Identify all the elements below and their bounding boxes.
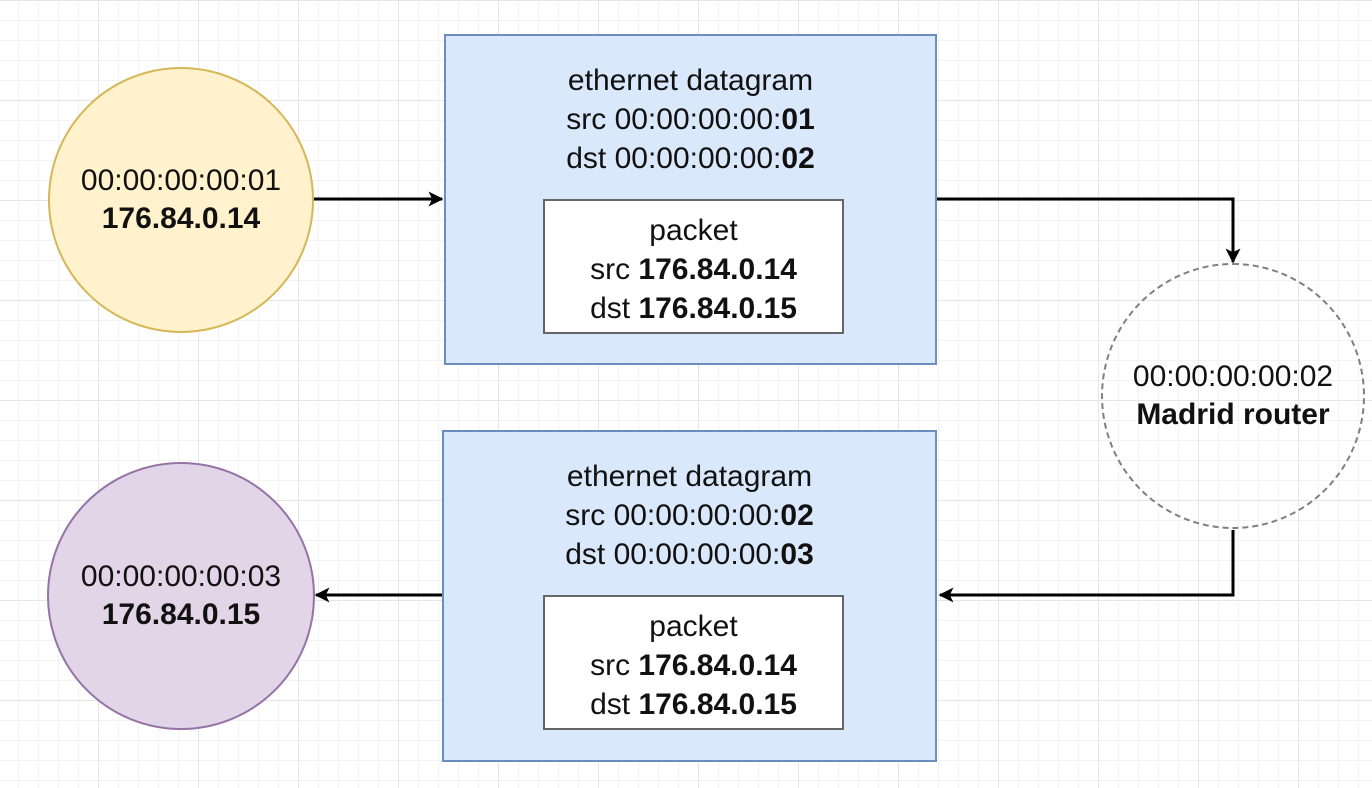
router-node: 00:00:00:00:02 Madrid router [1101,263,1365,529]
packet-1-title: packet [649,214,738,247]
ethernet-frame-2: ethernet datagram src 00:00:00:00:02 dst… [442,430,937,762]
frame-1-src: src 00:00:00:00:01 [566,103,815,136]
ethernet-frame-1: ethernet datagram src 00:00:00:00:01 dst… [444,34,937,365]
packet-2-dst: dst 176.84.0.15 [590,688,797,721]
frame-2-title: ethernet datagram [566,460,813,493]
frame-1-dst: dst 00:00:00:00:02 [566,142,815,175]
packet-2-title: packet [649,610,738,643]
frame-1-title: ethernet datagram [567,64,814,97]
edge-frame1-to-router [937,197,1241,264]
packet-2: packet src 176.84.0.14 dst 176.84.0.15 [543,595,844,730]
sender-ip: 176.84.0.14 [101,202,261,235]
router-name: Madrid router [1136,398,1330,431]
frame-1-header: ethernet datagram src 00:00:00:00:01 dst… [446,61,935,178]
receiver-ip: 176.84.0.15 [101,598,261,631]
sender-mac: 00:00:00:00:01 [80,164,282,197]
packet-2-src: src 176.84.0.14 [590,649,797,682]
receiver-mac: 00:00:00:00:03 [80,560,282,593]
frame-2-dst: dst 00:00:00:00:03 [565,538,814,571]
packet-1-dst: dst 176.84.0.15 [590,292,797,325]
sender-host-node: 00:00:00:00:01 176.84.0.14 [48,67,314,333]
frame-2-src: src 00:00:00:00:02 [565,499,814,532]
receiver-host-node: 00:00:00:00:03 176.84.0.15 [47,462,315,730]
router-mac: 00:00:00:00:02 [1132,360,1334,393]
packet-1: packet src 176.84.0.14 dst 176.84.0.15 [543,199,844,334]
packet-1-src: src 176.84.0.14 [590,253,797,286]
frame-2-header: ethernet datagram src 00:00:00:00:02 dst… [444,457,935,574]
edge-router-to-frame2 [938,530,1235,603]
